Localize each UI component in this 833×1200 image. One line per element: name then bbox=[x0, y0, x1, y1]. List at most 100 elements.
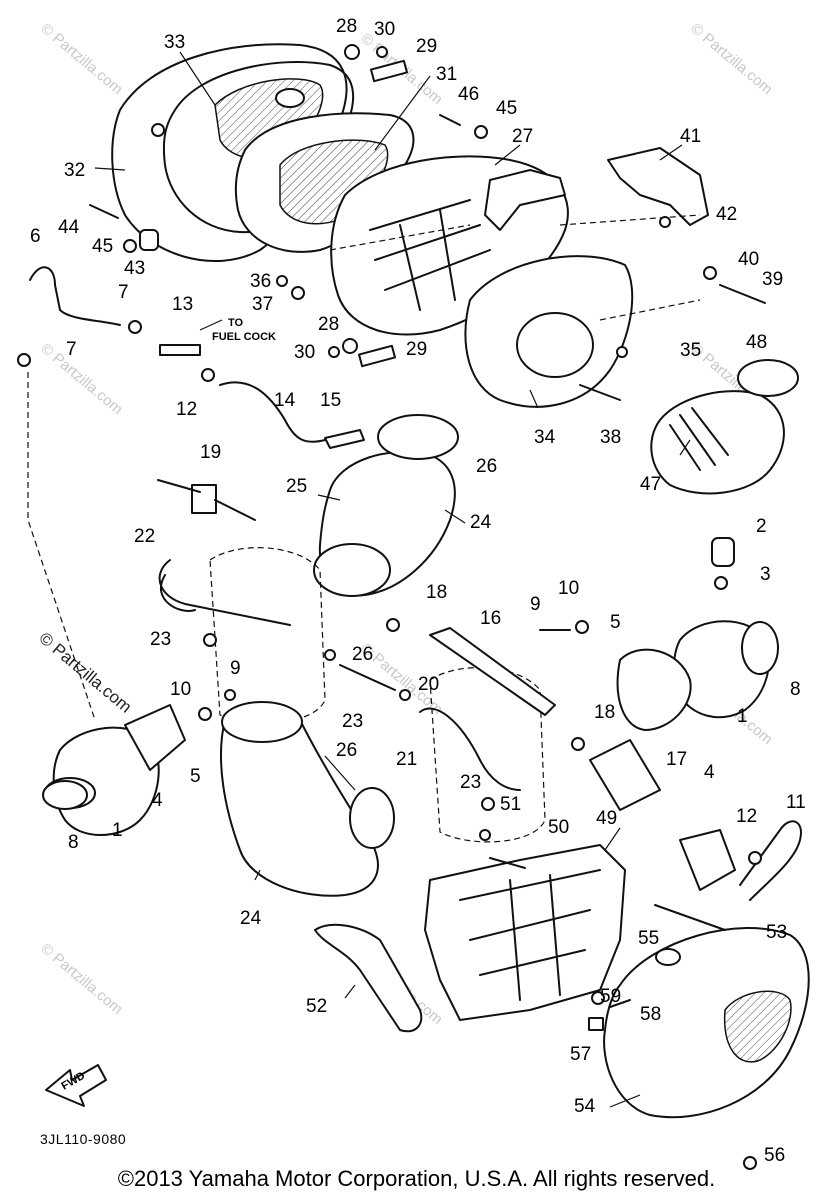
callout-52: 52 bbox=[306, 996, 327, 1017]
hose-21 bbox=[419, 707, 521, 791]
callout-4-left: 4 bbox=[152, 790, 163, 811]
watermark-3: © Partzilla.com bbox=[687, 20, 775, 98]
callout-11: 11 bbox=[786, 792, 806, 813]
screw-56 bbox=[743, 1156, 757, 1170]
watermark-1: © Partzilla.com bbox=[37, 20, 125, 98]
callout-28-top: 28 bbox=[336, 16, 357, 37]
side-cover-54 bbox=[603, 927, 810, 1119]
callout-56: 56 bbox=[764, 1145, 785, 1166]
screw-51 bbox=[479, 829, 491, 841]
callout-30-mid: 30 bbox=[294, 342, 315, 363]
cap-2 bbox=[711, 537, 735, 567]
clip-18-upper bbox=[386, 618, 400, 632]
side-cover-grille bbox=[723, 990, 792, 1063]
callout-4-right: 4 bbox=[704, 762, 715, 783]
callout-49: 49 bbox=[596, 808, 617, 829]
callout-51: 51 bbox=[500, 794, 521, 815]
callout-8-right: 8 bbox=[790, 679, 801, 700]
callout-18-lower: 18 bbox=[594, 702, 615, 723]
callout-43: 43 bbox=[124, 258, 145, 279]
callout-5-left: 5 bbox=[190, 766, 201, 787]
joint-clamp-upper bbox=[377, 414, 459, 460]
vent-hose-16 bbox=[429, 627, 556, 716]
screw-58 bbox=[609, 999, 631, 1008]
callout-45-top: 45 bbox=[496, 98, 517, 119]
callout-29-top: 29 bbox=[416, 36, 437, 57]
callout-10-left: 10 bbox=[170, 679, 191, 700]
collar-43 bbox=[139, 229, 159, 251]
case-inner-cover bbox=[464, 255, 634, 408]
plate-29-top bbox=[370, 59, 408, 83]
flange-left bbox=[124, 704, 186, 771]
callout-7-left: 7 bbox=[66, 339, 77, 360]
o-ring-left bbox=[42, 780, 88, 810]
callout-27: 27 bbox=[512, 126, 533, 147]
mounting-bracket-49 bbox=[424, 844, 626, 1021]
callout-23-left: 23 bbox=[150, 629, 171, 650]
bolt-9-left bbox=[224, 689, 236, 701]
fuel-hose-14 bbox=[219, 381, 326, 443]
duct-clamp-right bbox=[737, 359, 799, 397]
callout-26-mid: 26 bbox=[352, 644, 373, 665]
callout-47: 47 bbox=[640, 474, 661, 495]
callout-1-left: 1 bbox=[112, 820, 123, 841]
washer-59 bbox=[591, 991, 605, 1005]
callout-3: 3 bbox=[760, 564, 771, 585]
callout-34: 34 bbox=[534, 427, 556, 448]
bolt-38 bbox=[579, 384, 621, 401]
callout-44: 44 bbox=[58, 217, 80, 238]
fuel-hose-6 bbox=[29, 266, 121, 326]
callout-7-upper: 7 bbox=[118, 282, 129, 303]
plate-29-mid bbox=[358, 344, 396, 368]
callout-19: 19 bbox=[200, 442, 221, 463]
bolt-46 bbox=[439, 114, 461, 126]
carburetor-rear-outline bbox=[429, 667, 546, 843]
callout-13: 13 bbox=[172, 294, 193, 315]
case-internal-ribs bbox=[369, 199, 491, 311]
clip-23-center-b bbox=[399, 689, 411, 701]
washer-10-right bbox=[575, 620, 589, 634]
callout-24-upper: 24 bbox=[470, 512, 492, 533]
callout-46: 46 bbox=[458, 84, 479, 105]
callout-39: 39 bbox=[762, 269, 783, 290]
callout-38: 38 bbox=[600, 427, 621, 448]
callout-6: 6 bbox=[30, 226, 41, 247]
callout-48: 48 bbox=[746, 332, 767, 353]
callout-55: 55 bbox=[638, 928, 659, 949]
clip-23-right bbox=[481, 797, 495, 811]
callout-18-upper: 18 bbox=[426, 582, 447, 603]
hose-11 bbox=[739, 820, 802, 901]
clip-23-center-a bbox=[324, 649, 336, 661]
copyright-notice: ©2013 Yamaha Motor Corporation, U.S.A. A… bbox=[117, 1166, 716, 1191]
callout-36: 36 bbox=[250, 271, 271, 292]
vent-hose-19 bbox=[157, 479, 256, 521]
callout-30-top: 30 bbox=[374, 19, 395, 40]
clip-3 bbox=[714, 576, 728, 590]
grommet-28-top bbox=[344, 44, 360, 60]
callout-17: 17 bbox=[666, 749, 687, 770]
case-bracket bbox=[484, 169, 566, 231]
screw-30-top bbox=[376, 46, 388, 58]
callout-31: 31 bbox=[436, 64, 457, 85]
fuel-joint-right bbox=[679, 829, 736, 891]
clip-7-left bbox=[17, 353, 31, 367]
grommet-28-mid bbox=[342, 338, 358, 354]
callout-9-left: 9 bbox=[230, 658, 241, 679]
arm-bracket-52 bbox=[314, 923, 423, 1033]
callout-58: 58 bbox=[640, 1004, 661, 1025]
screw-36 bbox=[276, 275, 288, 287]
washer-45-left bbox=[123, 239, 137, 253]
callout-20: 20 bbox=[418, 674, 439, 695]
washer-10-left bbox=[198, 707, 212, 721]
bolt-44 bbox=[89, 204, 119, 219]
clip-18-lower bbox=[571, 737, 585, 751]
fuel-tee-13 bbox=[159, 344, 201, 356]
callout-26-lower: 26 bbox=[336, 740, 357, 761]
callout-41: 41 bbox=[680, 126, 701, 147]
fuel-cock-note: TO FUEL COCK bbox=[199, 317, 276, 343]
callout-1-right: 1 bbox=[737, 706, 748, 727]
grommet-55 bbox=[655, 948, 681, 966]
cover-rivet bbox=[151, 123, 165, 137]
o-ring-right bbox=[741, 621, 779, 675]
callout-8-left: 8 bbox=[68, 832, 79, 853]
